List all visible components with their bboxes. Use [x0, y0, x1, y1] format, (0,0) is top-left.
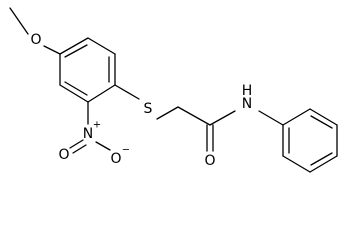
atom-methoxy-o: O: [30, 32, 41, 48]
bond-ring1-c2-c3-inner: [64, 81, 88, 96]
atom-nitro-o-upper: O: [58, 147, 69, 163]
bond-ring2-c-inner: [310, 152, 333, 166]
atom-amide-n: N: [242, 96, 252, 112]
bond-ring2-e: [309, 108, 338, 126]
bond-nitro-o-right: [95, 141, 111, 151]
bond-ring1-c2-c3: [59, 84, 89, 103]
bond-ring1-c6-c1-inner: [64, 44, 88, 58]
structure-diagram: O S H N O N + O O −: [9, 7, 338, 173]
bond-o-ring: [43, 45, 61, 55]
nitro-o-charge: −: [122, 145, 130, 156]
atom-carbonyl-o: O: [204, 153, 215, 169]
bond-nitro-o-upper-a: [69, 139, 84, 149]
atom-nitro-n: N: [83, 126, 93, 142]
bond-ring2-c: [309, 155, 338, 173]
bond-ring1-c5-c6: [87, 37, 116, 55]
atom-nitro-o-right: O: [110, 151, 121, 167]
bond-s-ch2: [156, 106, 179, 120]
bond-methyl-o: [9, 7, 29, 35]
bond-n-ph: [258, 110, 284, 126]
bond-layer: [9, 7, 338, 173]
bond-ring-s: [114, 84, 140, 100]
bond-c-n: [209, 110, 236, 126]
atom-amide-h: H: [242, 83, 253, 99]
bond-ring2-e-inner: [310, 115, 333, 129]
atom-s: S: [144, 101, 153, 117]
bond-nitro-o-upper-b: [72, 144, 87, 154]
bond-ring1-c3-c4: [87, 84, 116, 103]
label-layer: O S H N O N + O O −: [30, 32, 252, 169]
bond-ch2-c: [177, 106, 211, 126]
nitro-n-charge: +: [93, 120, 101, 131]
bond-ring1-c6-c1: [59, 37, 89, 55]
bond-ring2-f: [282, 108, 311, 126]
bond-ring2-b: [282, 155, 311, 173]
